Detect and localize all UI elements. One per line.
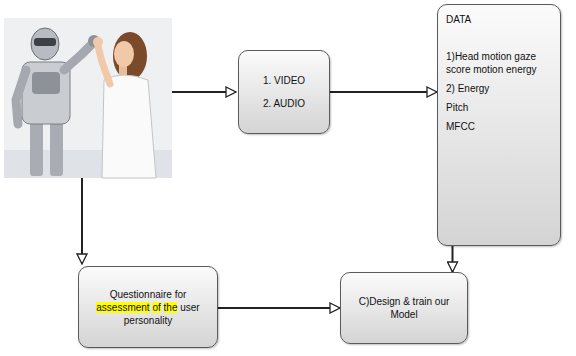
box-text: MFCC bbox=[446, 120, 552, 133]
arrow-connector bbox=[452, 246, 454, 272]
woman-hair bbox=[113, 32, 147, 80]
arrow-connector bbox=[330, 91, 437, 93]
box-text: 2) Energy bbox=[446, 82, 552, 95]
woman-hand bbox=[93, 37, 103, 47]
photo-background bbox=[4, 18, 172, 178]
box-text: 1)Head motion gaze score motion energy bbox=[446, 50, 552, 76]
robot-head bbox=[31, 28, 59, 60]
box-text: C)Design & train our Model bbox=[347, 295, 461, 321]
word: Questionnaire bbox=[110, 289, 172, 300]
box-text: Questionnaire for assessment of the user… bbox=[85, 288, 211, 327]
robot-visor bbox=[34, 38, 56, 46]
word: assessment bbox=[96, 302, 149, 313]
process-box: Questionnaire for assessment of the user… bbox=[78, 266, 218, 348]
robot-chest bbox=[32, 72, 60, 94]
arrow-connector bbox=[218, 307, 340, 309]
arrow-line bbox=[81, 178, 83, 264]
word: user bbox=[180, 302, 199, 313]
woman-face bbox=[114, 41, 134, 67]
robot-leg bbox=[50, 122, 63, 176]
woman-arm bbox=[98, 46, 110, 84]
word: the bbox=[164, 302, 178, 313]
word: of bbox=[152, 302, 160, 313]
robot-arm bbox=[64, 44, 92, 70]
box-text: 2. AUDIO bbox=[245, 97, 323, 110]
box-text: 1. VIDEO bbox=[245, 74, 323, 87]
word: for bbox=[175, 289, 187, 300]
word: personality bbox=[124, 315, 172, 326]
process-box: DATA 1)Head motion gaze score motion ener… bbox=[437, 4, 561, 246]
robot-photo bbox=[4, 18, 172, 178]
woman-shirt bbox=[102, 75, 156, 178]
process-box: 1. VIDEO 2. AUDIO bbox=[238, 50, 330, 134]
box-text: DATA bbox=[446, 13, 552, 26]
robot-leg bbox=[30, 122, 43, 176]
arrow-line bbox=[172, 91, 236, 93]
box-text: Pitch bbox=[446, 101, 552, 114]
robot-arm bbox=[16, 70, 26, 124]
process-box: C)Design & train our Model bbox=[340, 272, 468, 344]
